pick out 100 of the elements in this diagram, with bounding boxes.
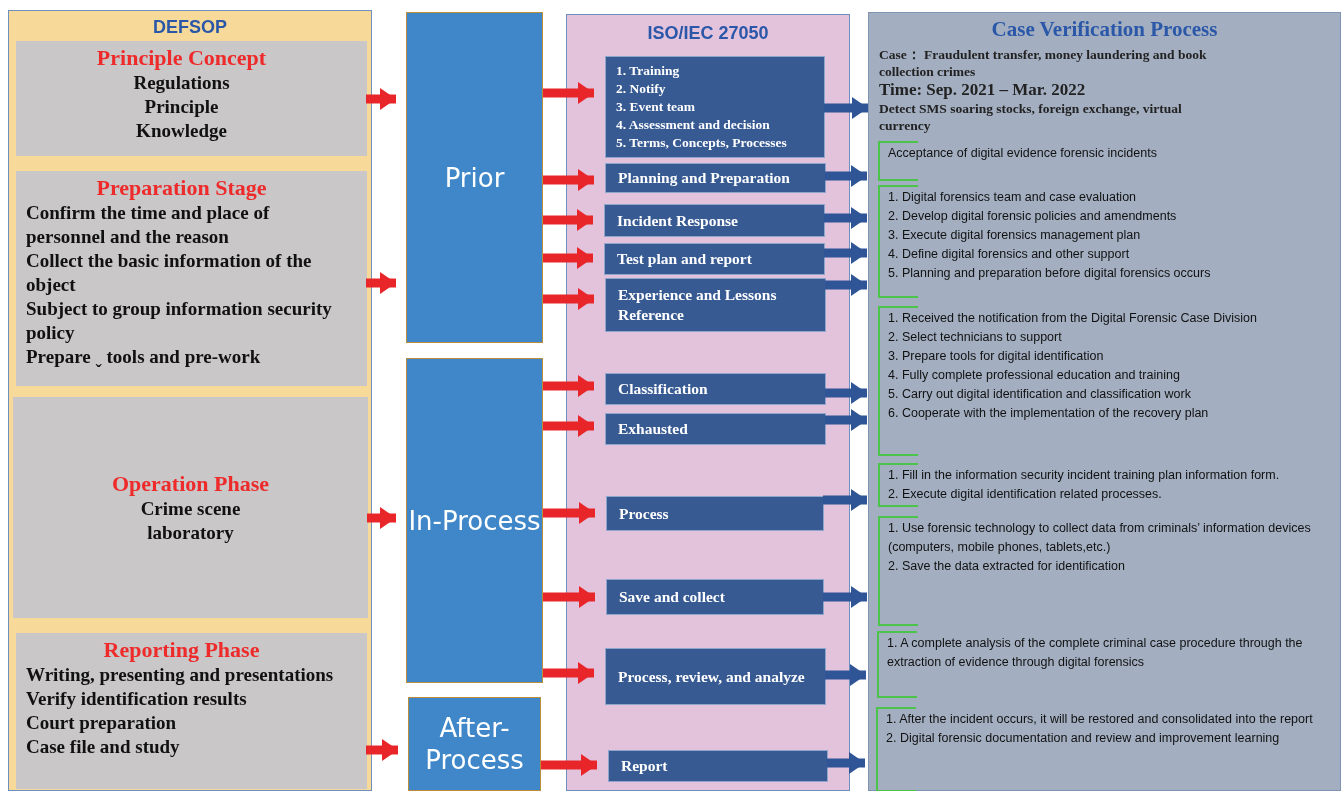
phase-item: Prepare ˬ tools and pre-work bbox=[26, 345, 262, 369]
arrow bbox=[543, 415, 594, 437]
arrow bbox=[825, 382, 867, 404]
list-item: 5. Carry out digital identification and classification work bbox=[888, 386, 1192, 403]
list-item: 6. Cooperate with the implementation of the recovery plan bbox=[888, 405, 1210, 422]
arrow bbox=[824, 207, 867, 229]
standard-panel bbox=[566, 14, 850, 791]
list-item: 1. Use forensic technology to collect data from criminals’ information devices (computers, mobile phones, tablets,etc.) bbox=[888, 520, 1312, 556]
arrow bbox=[823, 586, 867, 608]
framework-panel bbox=[8, 10, 372, 791]
arrow bbox=[825, 664, 866, 686]
phase-item: Writing, presenting and presentations bbox=[26, 663, 335, 687]
phase-card bbox=[16, 41, 367, 156]
step-label: Process, review, and analyze bbox=[618, 666, 805, 687]
arrow bbox=[366, 272, 396, 294]
phase-card bbox=[16, 171, 367, 386]
process-box bbox=[608, 750, 828, 782]
step-label: Save and collect bbox=[619, 587, 725, 607]
list-item: 1. After the incident occurs, it will be restored and consolidated into the report bbox=[886, 711, 1314, 728]
stage-box bbox=[408, 697, 541, 791]
step-label: Classification bbox=[618, 379, 708, 399]
process-box bbox=[605, 413, 826, 445]
case-info-text: Detect SMS soaring stocks, foreign exchange, virtual currency bbox=[879, 100, 1183, 134]
list-item: 1. Training bbox=[616, 62, 681, 80]
phase-item: Collect the basic information of the object bbox=[26, 249, 313, 297]
list-item: 3. Event team bbox=[616, 98, 697, 116]
phase-card bbox=[13, 397, 368, 618]
list-item: 4. Define digital forensics and other support bbox=[888, 246, 1131, 263]
panel-title: Case Verification Process bbox=[990, 17, 1219, 42]
arrow bbox=[824, 242, 867, 264]
list-item: 1. Digital forensics team and case evaluation bbox=[888, 189, 1138, 206]
list-item: 2. Develop digital forensic policies and amendments bbox=[888, 208, 1178, 225]
phase-item: Verify identification results bbox=[26, 687, 248, 711]
phase-item: Court preparation bbox=[26, 711, 178, 735]
phase-heading: Operation Phase bbox=[111, 470, 270, 497]
arrow bbox=[366, 88, 396, 110]
phase-item: Regulations bbox=[132, 71, 231, 95]
panel-title: ISO/IEC 27050 bbox=[646, 23, 770, 44]
phase-label: Prior bbox=[444, 161, 505, 194]
phase-item: Subject to group information security policy bbox=[26, 297, 333, 345]
step-label: Exhausted bbox=[618, 419, 688, 439]
phase-heading: Principle Concept bbox=[95, 45, 268, 71]
phase-label: After-Process bbox=[424, 712, 525, 776]
case-info-text: Case： Fraudulent transfer, money laundering and book collection crimes bbox=[879, 46, 1208, 80]
list-item: 2. Execute digital identification related processes. bbox=[888, 486, 1163, 503]
phase-item: laboratory bbox=[147, 520, 234, 545]
list-item: 3. Execute digital forensics management plan bbox=[888, 227, 1142, 244]
process-box bbox=[605, 163, 826, 193]
phase-item: Confirm the time and place of personnel and the reason bbox=[26, 201, 271, 249]
arrow bbox=[367, 507, 396, 529]
step-label: Incident Response bbox=[617, 210, 738, 231]
step-label: Planning and Preparation bbox=[618, 168, 790, 188]
arrow bbox=[366, 739, 398, 761]
list-item: 4. Assessment and decision bbox=[616, 116, 771, 134]
arrow bbox=[543, 586, 595, 608]
arrow bbox=[824, 97, 868, 119]
step-label: Process bbox=[619, 503, 669, 524]
phase-item: Crime scene bbox=[140, 496, 241, 521]
case-panel bbox=[868, 12, 1341, 791]
arrow bbox=[543, 247, 593, 269]
arrow bbox=[543, 82, 594, 104]
stage-box bbox=[406, 358, 543, 683]
arrow bbox=[825, 165, 867, 187]
process-box bbox=[605, 373, 826, 405]
list-item: 1. Fill in the information security incident training plan information form. bbox=[888, 467, 1281, 484]
process-box bbox=[605, 56, 825, 158]
step-label: Report bbox=[621, 756, 668, 776]
list-item: 3. Prepare tools for digital identification bbox=[888, 348, 1105, 365]
list-item: 5. Planning and preparation before digital forensics occurs bbox=[888, 265, 1212, 282]
arrow bbox=[543, 288, 594, 310]
list-item: 1. Received the notification from the Digital Forensic Case Division bbox=[888, 310, 1258, 327]
list-item: Acceptance of digital evidence forensic incidents bbox=[888, 145, 1158, 162]
arrow bbox=[543, 502, 595, 524]
process-box bbox=[605, 648, 826, 705]
arrow bbox=[541, 754, 597, 776]
panel-title: DEFSOP bbox=[152, 17, 228, 38]
list-item: 2. Digital forensic documentation and review and improvement learning bbox=[886, 730, 1281, 747]
phase-item: Principle bbox=[143, 95, 220, 119]
phase-item: Case file and study bbox=[26, 735, 181, 759]
phase-label: In-Process bbox=[408, 504, 541, 537]
list-item: 1. A complete analysis of the complete criminal case procedure through the extraction of evidence through digital forensics bbox=[887, 635, 1304, 671]
process-box bbox=[605, 278, 826, 332]
arrow bbox=[543, 169, 594, 191]
list-item: 2. Save the data extracted for identification bbox=[888, 558, 1126, 575]
list-item: 2. Notify bbox=[616, 80, 667, 98]
process-box bbox=[604, 204, 825, 237]
arrow bbox=[825, 409, 867, 431]
process-box bbox=[604, 243, 825, 275]
phase-card bbox=[16, 633, 367, 789]
stage-box bbox=[406, 12, 543, 343]
arrow bbox=[543, 209, 593, 231]
arrow bbox=[823, 489, 867, 511]
list-item: 2. Select technicians to support bbox=[888, 329, 1063, 346]
phase-heading: Preparation Stage bbox=[95, 175, 268, 201]
arrow bbox=[827, 752, 865, 774]
process-box bbox=[606, 496, 824, 531]
phase-heading: Reporting Phase bbox=[102, 637, 261, 663]
case-info-text: Time: Sep. 2021 – Mar. 2022 bbox=[879, 80, 1087, 100]
list-item: 5. Terms, Concepts, Processes bbox=[616, 134, 788, 152]
phase-item: Knowledge bbox=[135, 119, 228, 143]
